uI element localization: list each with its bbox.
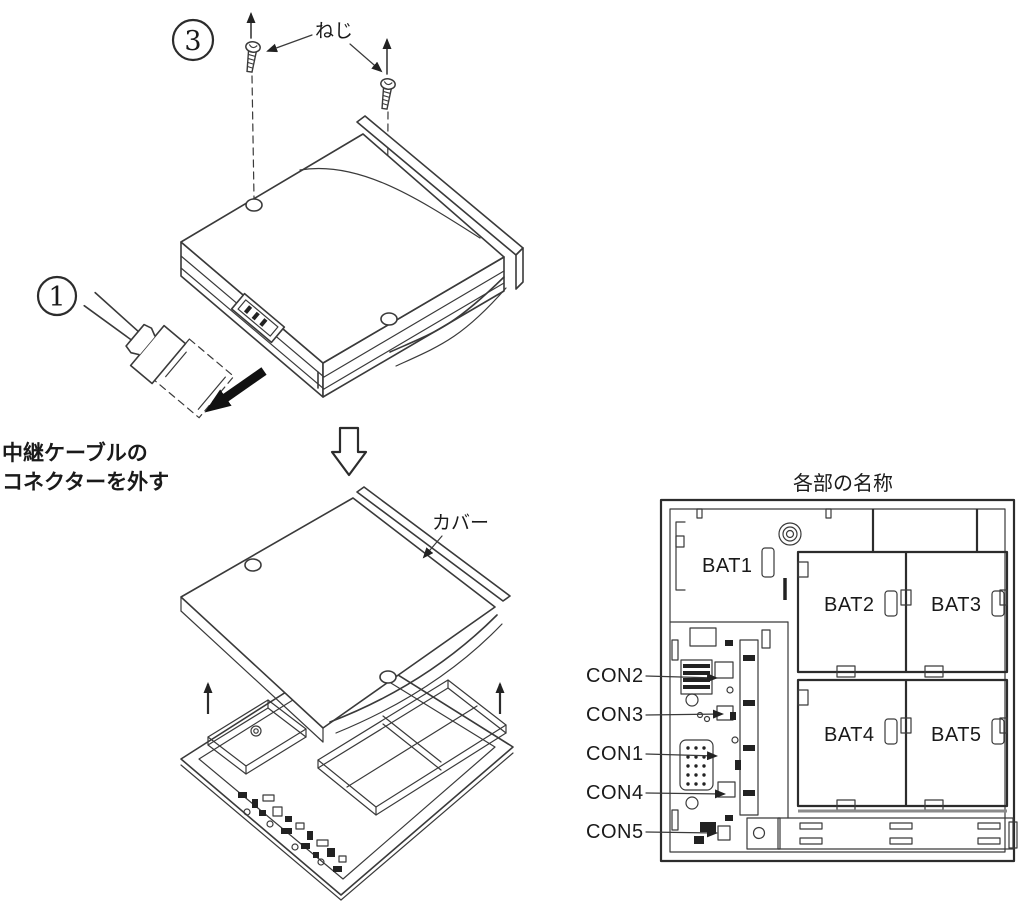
leader-arrow-icon <box>645 673 718 683</box>
con1-connector <box>679 739 714 791</box>
leader-arrow-icon <box>266 34 313 53</box>
relay-cable-connector-icon <box>83 291 235 419</box>
panel-tab <box>825 508 832 519</box>
device-wave-lip <box>389 276 505 353</box>
cover-top-face <box>180 497 496 729</box>
cover-back-flange <box>356 486 511 602</box>
step3-number: 3 <box>184 26 201 57</box>
panel-tab <box>836 665 856 678</box>
device-wave-lip <box>395 287 507 367</box>
screw-boss-icon <box>250 725 262 737</box>
screw-hole <box>245 198 263 212</box>
battery-contact <box>884 590 898 617</box>
label-bat3: BAT3 <box>931 594 982 616</box>
device-flange-endcap <box>515 247 524 290</box>
parts-name-panel: 各部の名称 BAT1 <box>586 472 1018 863</box>
leader-arrow-icon <box>645 709 724 719</box>
side-port-icon <box>230 292 286 344</box>
screw-guide-dashed-line <box>251 75 255 199</box>
battery-contact <box>884 718 898 745</box>
screw-label: ねじ <box>315 21 353 42</box>
leader-arrow-icon <box>645 828 718 838</box>
cover-wave-lip <box>329 614 498 723</box>
bat4-bat5-row: BAT4 BAT5 <box>796 678 1009 813</box>
pull-direction-arrow-icon <box>204 367 267 413</box>
step1-number-circle <box>36 275 78 317</box>
screw-hole <box>379 670 397 684</box>
cover-label: カバー <box>432 513 489 534</box>
connector-grip <box>125 323 156 356</box>
bottom-strip <box>746 817 1014 850</box>
cable-line <box>83 304 133 341</box>
device-top-face <box>180 133 505 364</box>
label-bat1: BAT1 <box>702 555 753 577</box>
leader-arrow-icon <box>645 751 718 761</box>
label-bat2: BAT2 <box>824 594 875 616</box>
step3-number-circle <box>171 18 215 62</box>
step1-caption-line2: コネクターを外す <box>2 470 169 494</box>
label-con2: CON2 <box>586 665 644 687</box>
label-con3: CON3 <box>586 704 644 726</box>
leader-arrow-icon <box>349 43 383 73</box>
step1-unplug-group: 1 中継ケーブルの コネクターを外す <box>2 275 267 494</box>
cover-style-line <box>299 167 481 239</box>
cover-illustration: カバー <box>180 486 511 743</box>
panel-tab <box>696 508 703 519</box>
screw-icon <box>376 77 397 111</box>
label-bat4: BAT4 <box>824 724 875 746</box>
device-seam <box>323 270 505 378</box>
base-pcb-components <box>238 792 347 872</box>
label-bat5: BAT5 <box>931 724 982 746</box>
cable-line <box>94 291 140 333</box>
base-rim <box>180 764 342 901</box>
step1-number: 1 <box>48 282 65 313</box>
battery-contact <box>991 718 1005 745</box>
label-con5: CON5 <box>586 821 644 843</box>
screw-icon <box>241 40 262 74</box>
panel-tab <box>924 665 944 678</box>
cover-edge <box>180 610 324 743</box>
screw-boss-icon <box>253 728 259 734</box>
screw-hole <box>244 558 262 572</box>
bat1-area: BAT1 <box>675 521 787 600</box>
panel-title: 各部の名称 <box>793 472 893 495</box>
device-seam <box>323 282 505 390</box>
device-seam <box>180 267 325 390</box>
leader-arrow-icon <box>422 535 443 559</box>
screw-boss-icon <box>752 826 766 840</box>
con5-connector <box>700 822 716 832</box>
bat2-bat3-row: BAT2 BAT3 <box>796 550 1009 678</box>
base-battery-block <box>317 679 507 816</box>
battery-contact <box>991 590 1005 617</box>
base-rim <box>340 752 514 901</box>
cover-wave-lip <box>335 623 503 734</box>
label-con4: CON4 <box>586 782 644 804</box>
device-closed-illustration <box>180 115 524 398</box>
screw-boss-icon <box>778 522 802 546</box>
screw-hole <box>380 312 398 326</box>
base-bat1-compartment <box>207 699 307 775</box>
con2-connector <box>714 661 734 679</box>
down-block-arrow-icon <box>330 426 368 477</box>
step1-caption-line1: 中継ケーブルの <box>2 441 148 465</box>
connector-labels: CON2 CON3 CON1 CON4 CON5 <box>586 665 726 843</box>
battery-contact <box>761 547 775 578</box>
leader-arrow-icon <box>645 789 726 799</box>
label-con1: CON1 <box>586 743 644 765</box>
